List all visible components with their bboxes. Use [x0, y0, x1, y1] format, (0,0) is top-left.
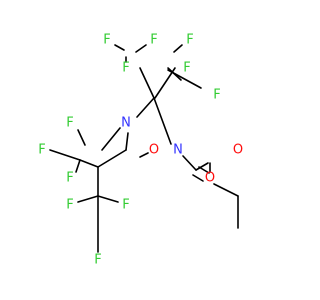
bond-3 [135, 44, 147, 53]
bond-18 [198, 166, 210, 174]
atom-f: F [94, 253, 101, 268]
atom-label-layer: F F F F F F F F F F F F N N O O O [38, 33, 243, 268]
bond-16 [195, 162, 209, 171]
bond-24 [79, 159, 99, 168]
bond-12 [101, 127, 121, 151]
bond-26 [49, 149, 81, 161]
bond-13 [125, 132, 129, 151]
atom-f: F [66, 171, 73, 186]
atom-f: F [103, 33, 110, 48]
bond-14 [139, 152, 149, 158]
atom-f: F [122, 61, 129, 76]
atom-f: F [66, 116, 73, 131]
bond-15 [182, 155, 197, 171]
bond-10 [153, 97, 172, 145]
bond-1 [114, 44, 125, 51]
atom-o: O [205, 171, 215, 186]
bond-28 [77, 195, 99, 203]
bond-25 [77, 129, 86, 146]
bond-29 [97, 195, 119, 203]
atom-f: F [66, 198, 73, 213]
atom-f: F [150, 33, 157, 48]
bond-17 [192, 174, 204, 182]
bond-5 [173, 44, 183, 53]
atom-f: F [183, 61, 190, 76]
structure-diagram: F F F F F F F F F F F F N N O O O [38, 33, 243, 268]
atom-f: F [186, 33, 193, 48]
atom-f: F [122, 198, 129, 213]
bond-layer [49, 44, 239, 253]
atom-o: O [149, 143, 159, 158]
atom-n: N [121, 116, 131, 131]
bond-22 [97, 149, 127, 168]
bond-27 [75, 159, 81, 173]
bond-9 [136, 97, 155, 118]
bond-6 [154, 67, 176, 99]
bond-20 [213, 183, 239, 197]
atom-o: O [233, 143, 243, 158]
atom-f: F [38, 143, 45, 158]
bond-8 [167, 69, 202, 89]
molecule-canvas: F F F F F F F F F F F F N N O O O [38, 32, 244, 268]
atom-f: F [213, 88, 220, 103]
bond-4 [139, 67, 155, 99]
atom-n: N [173, 143, 183, 158]
